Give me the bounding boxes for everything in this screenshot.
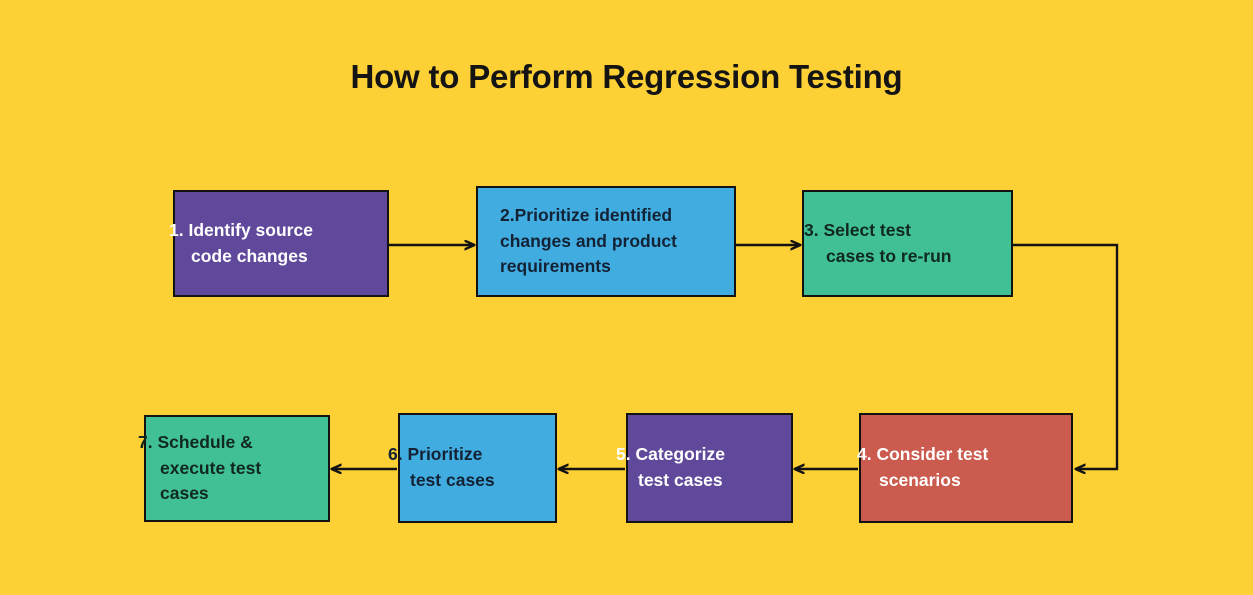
flow-step-5-label: 5. Categorize test cases (616, 444, 725, 490)
flow-step-2-prioritize-identified-changes[interactable]: 2.Prioritize identified changes and prod… (476, 186, 736, 297)
flow-step-6-prioritize-test-cases[interactable]: 6. Prioritize test cases (388, 413, 557, 523)
flow-step-3-select-test-cases-to-rerun[interactable]: 3. Select test cases to re-run (802, 190, 1013, 297)
page-title: How to Perform Regression Testing (350, 58, 903, 95)
flow-step-4-consider-test-scenarios[interactable]: 4. Consider test scenarios (857, 413, 1073, 523)
flow-step-2-label: 2.Prioritize identified changes and prod… (500, 204, 677, 277)
flow-step-5-categorize-test-cases[interactable]: 5. Categorize test cases (616, 413, 793, 523)
flow-step-3-label: 3. Select test cases to re-run (804, 219, 952, 266)
flow-step-7-label: 7. Schedule & execute test cases (138, 431, 262, 504)
flow-step-6-label: 6. Prioritize test cases (388, 444, 495, 490)
flow-step-7-schedule-execute-test-cases[interactable]: 7. Schedule & execute test cases (138, 415, 330, 522)
flow-step-1-identify-source-code-changes[interactable]: 1. Identify source code changes (169, 190, 389, 297)
flow-step-4-label: 4. Consider test scenarios (857, 444, 989, 490)
flow-step-1-label: 1. Identify source code changes (169, 219, 313, 266)
